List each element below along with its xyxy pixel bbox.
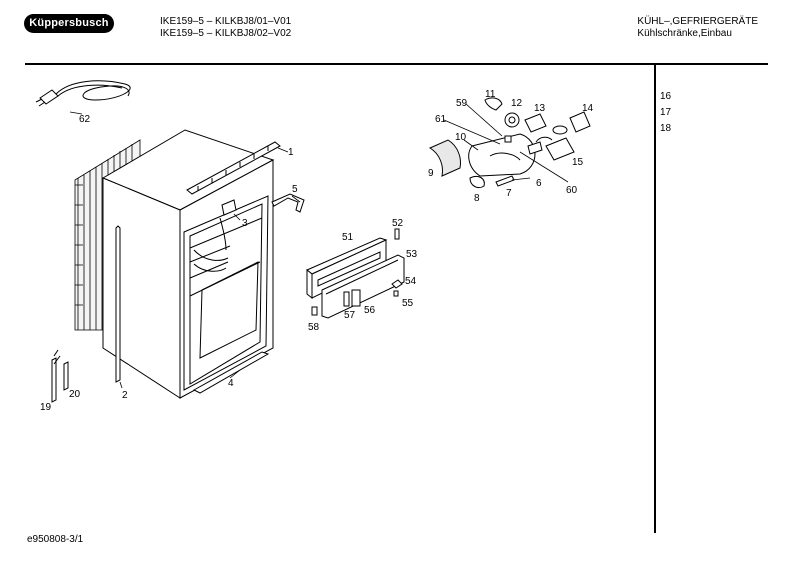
top-strip-part[interactable] xyxy=(186,141,281,195)
part-label-10[interactable]: 10 xyxy=(455,132,467,143)
brand-logo: Küppersbusch xyxy=(24,14,114,33)
freezer-door-part[interactable] xyxy=(306,237,405,319)
cabinet-body-part[interactable] xyxy=(101,129,275,399)
part-label-54[interactable]: 54 xyxy=(405,276,417,287)
part-label-6[interactable]: 6 xyxy=(536,178,542,189)
part-label-61[interactable]: 61 xyxy=(435,114,447,125)
side-divider xyxy=(654,65,656,533)
part-label-55[interactable]: 55 xyxy=(402,298,414,309)
part-label-11[interactable]: 11 xyxy=(485,89,496,100)
part-label-58[interactable]: 58 xyxy=(308,322,320,333)
part-label-8[interactable]: 8 xyxy=(474,193,480,204)
model-line-2: IKE159–5 – KILKBJ8/02–V02 xyxy=(160,28,292,39)
category-line-1: KÜHL–,GEFRIERGERÄTE xyxy=(637,16,758,27)
base-strip-part[interactable] xyxy=(192,351,270,394)
side-item-18[interactable]: 18 xyxy=(660,123,672,134)
side-item-17[interactable]: 17 xyxy=(660,107,672,118)
side-part-list: 16 17 18 xyxy=(660,89,671,137)
part-label-57[interactable]: 57 xyxy=(344,310,356,321)
door-fittings-part[interactable] xyxy=(311,228,403,316)
part-label-4[interactable]: 4 xyxy=(228,378,234,389)
part-label-15[interactable]: 15 xyxy=(572,157,584,168)
bracket-part[interactable] xyxy=(271,193,305,213)
part-label-1[interactable]: 1 xyxy=(288,147,294,158)
part-label-59[interactable]: 59 xyxy=(456,98,468,109)
part-label-53[interactable]: 53 xyxy=(406,249,418,260)
side-item-16[interactable]: 16 xyxy=(660,91,672,102)
part-label-14[interactable]: 14 xyxy=(582,103,594,114)
part-label-13[interactable]: 13 xyxy=(534,103,546,114)
part-label-62[interactable]: 62 xyxy=(79,114,91,125)
hinge-part[interactable] xyxy=(219,199,237,251)
model-numbers: IKE159–5 – KILKBJ8/01–V01 IKE159–5 – KIL… xyxy=(160,16,291,40)
category: KÜHL–,GEFRIERGERÄTE Kühlschränke,Einbau xyxy=(637,16,758,40)
part-label-60[interactable]: 60 xyxy=(566,185,578,196)
part-label-5[interactable]: 5 xyxy=(292,184,298,195)
part-label-9[interactable]: 9 xyxy=(428,168,434,179)
category-line-2: Kühlschränke,Einbau xyxy=(637,28,732,39)
header-divider xyxy=(25,63,768,65)
thermostat-lamp-assembly[interactable] xyxy=(428,97,591,189)
part-label-20[interactable]: 20 xyxy=(69,389,81,400)
part-label-7[interactable]: 7 xyxy=(506,188,512,199)
part-label-3[interactable]: 3 xyxy=(242,218,248,229)
sensor-part[interactable] xyxy=(51,349,69,403)
part-labels: 1 2 3 4 5 6 7 8 9 10 11 12 13 14 15 19 2… xyxy=(40,89,594,413)
leader-lines xyxy=(69,103,569,389)
model-line-1: IKE159–5 – KILKBJ8/01–V01 xyxy=(160,16,292,27)
drawing-code: e950808-3/1 xyxy=(27,534,84,545)
part-label-52[interactable]: 52 xyxy=(392,218,404,229)
part-label-2[interactable]: 2 xyxy=(122,390,128,401)
part-label-12[interactable]: 12 xyxy=(511,98,523,109)
part-label-56[interactable]: 56 xyxy=(364,305,376,316)
door-seal-part[interactable] xyxy=(115,225,121,383)
part-label-51[interactable]: 51 xyxy=(342,232,354,243)
power-cord-part[interactable] xyxy=(35,80,131,107)
part-label-19[interactable]: 19 xyxy=(40,402,52,413)
